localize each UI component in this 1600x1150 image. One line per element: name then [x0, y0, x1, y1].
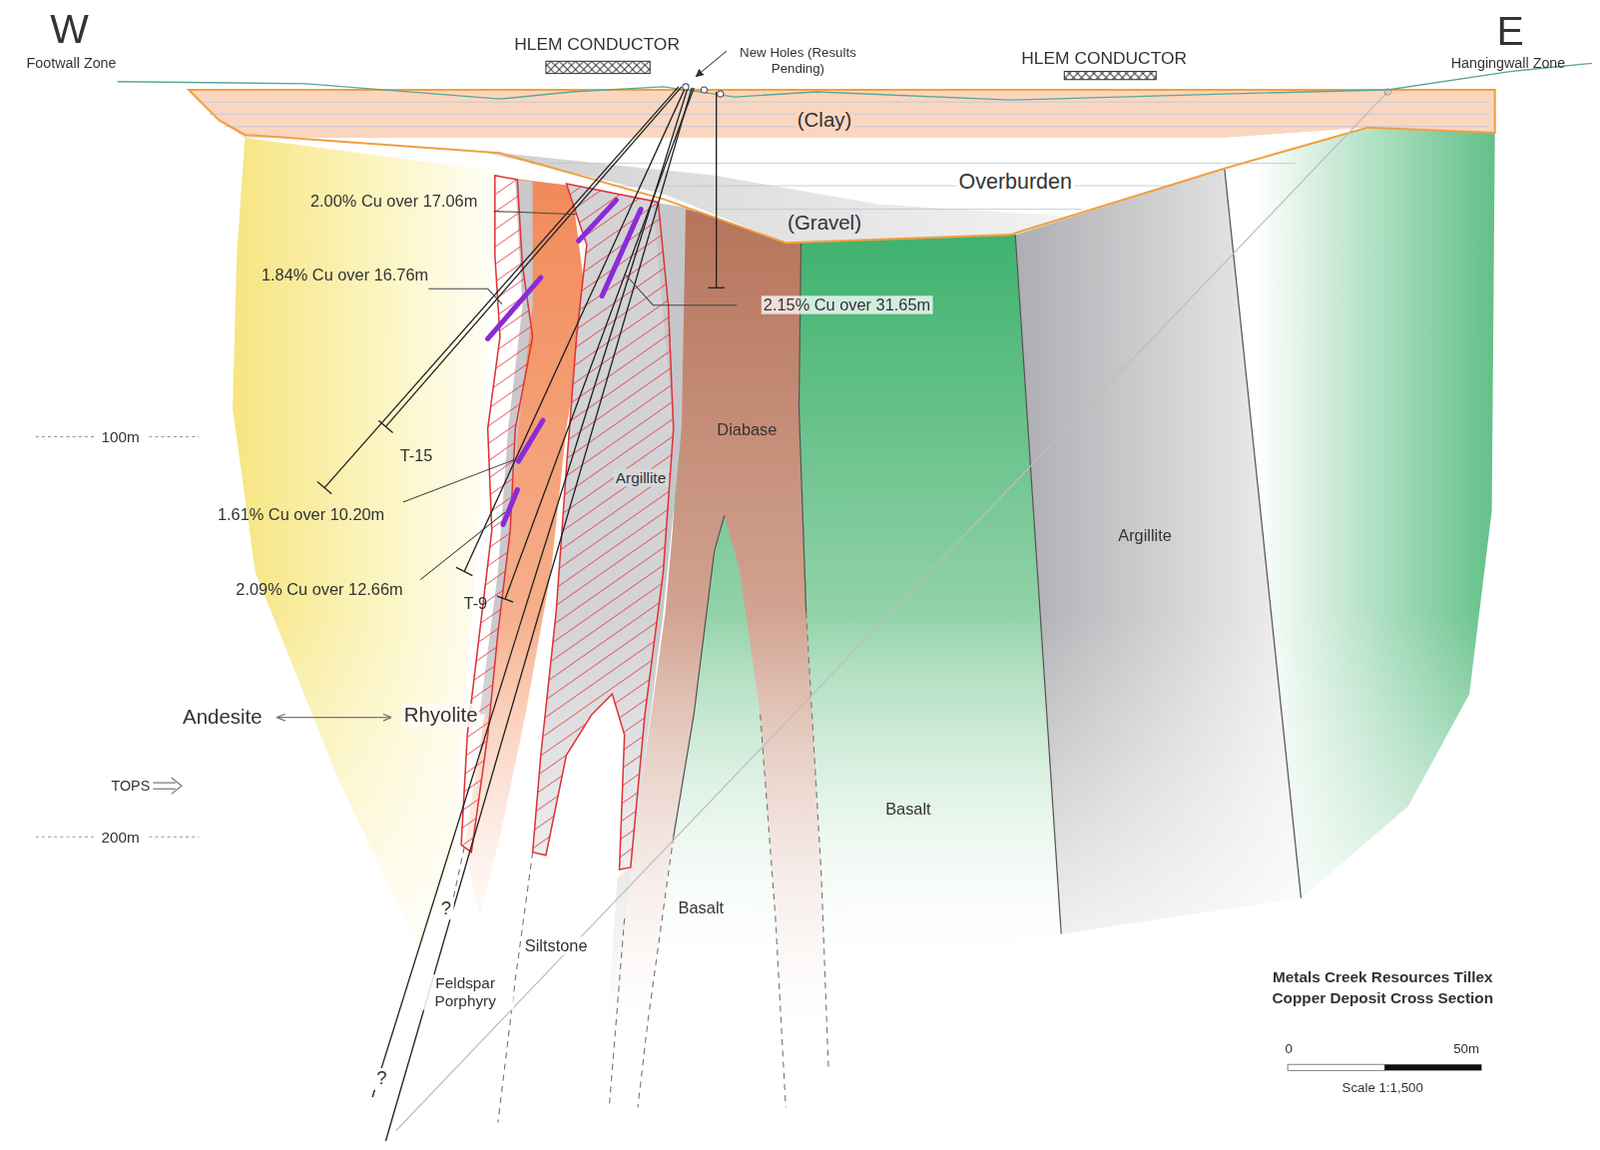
conductor-label: HLEM CONDUCTOR [1019, 47, 1189, 68]
way-up-mark: TOPS [108, 777, 152, 794]
layer-name: (Gravel) [785, 210, 864, 235]
scale-value: 0 [1282, 1041, 1294, 1057]
compass-letter: W [47, 4, 91, 52]
layer-name: Overburden [956, 169, 1073, 195]
depth-mark: 100m [98, 428, 141, 447]
query-mark: ? [374, 1067, 389, 1089]
assay-label: 2.00% Cu over 17.06m [308, 192, 480, 212]
rock-name: Diabase [714, 421, 779, 441]
rock-name: Argillite [1115, 526, 1174, 545]
assay-label: 2.09% Cu over 12.66m [233, 580, 405, 600]
scale-ratio: Scale 1:1,500 [1340, 1080, 1426, 1096]
rock-name: Feldspar Porphyry [417, 974, 514, 1010]
rock-name: Argillite [613, 469, 668, 488]
rock-name: Rhyolite [402, 703, 481, 728]
rock-name: Basalt [883, 799, 934, 819]
scale-value: 50m [1451, 1041, 1482, 1057]
assay-label: 2.15% Cu over 31.65m [761, 295, 933, 315]
layer-name: (Clay) [795, 108, 855, 133]
conductor-label: HLEM CONDUCTOR [512, 34, 682, 55]
depth-mark: 200m [98, 827, 141, 846]
rock-name: Basalt [676, 898, 727, 918]
zone-name: Footwall Zone [24, 54, 119, 71]
rock-name: Siltstone [523, 936, 590, 956]
hole-id: T-15 [398, 447, 436, 467]
rock-name: Andesite [180, 705, 265, 730]
title-block: Metals Creek Resources Tillex Copper Dep… [1270, 967, 1496, 1009]
zone-name: Hangingwall Zone [1449, 54, 1569, 71]
hole-id: T-9 [462, 594, 491, 614]
assay-label: 1.84% Cu over 16.76m [259, 266, 431, 286]
callout-note: New Holes (Results Pending) [724, 45, 872, 77]
compass-letter: E [1494, 6, 1526, 54]
assay-label: 1.61% Cu over 10.20m [215, 506, 387, 526]
query-mark: ? [439, 897, 454, 919]
